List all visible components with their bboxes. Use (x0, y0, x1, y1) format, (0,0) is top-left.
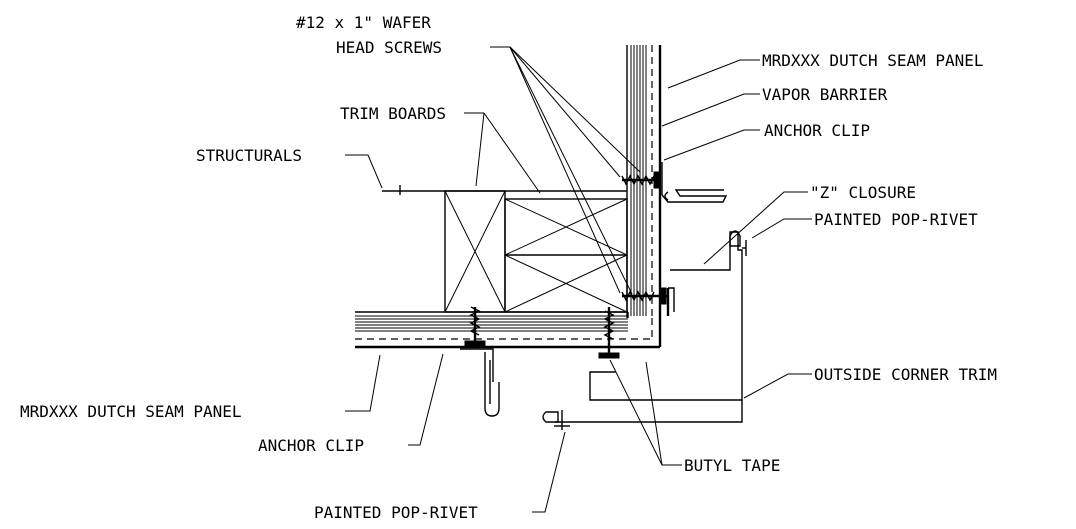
text-labels: #12 x 1" WAFER HEAD SCREWS TRIM BOARDS S… (20, 13, 997, 522)
label-butyl-tape: BUTYL TAPE (684, 456, 780, 475)
trim-board-left (444, 190, 506, 313)
label-z-closure: "Z" CLOSURE (810, 183, 916, 202)
label-vapor-barrier: VAPOR BARRIER (762, 85, 888, 104)
screw-upper (621, 171, 661, 189)
label-pop-rivet-bottom: PAINTED POP-RIVET (314, 503, 478, 522)
outside-corner-trim (555, 231, 743, 423)
pop-rivet-lower (542, 410, 570, 430)
screw-bottom-left (464, 306, 486, 347)
label-outside-corner-trim: OUTSIDE CORNER TRIM (814, 365, 997, 384)
leader-lines (345, 46, 812, 513)
label-pop-rivet-top: PAINTED POP-RIVET (814, 210, 978, 229)
label-trim-boards: TRIM BOARDS (340, 104, 446, 123)
label-panel-top: MRDXXX DUTCH SEAM PANEL (762, 51, 984, 70)
label-screws-line1: #12 x 1" WAFER (296, 13, 431, 32)
label-structurals: STRUCTURALS (196, 146, 302, 165)
anchor-clip-upper (661, 162, 728, 203)
screw-lower (621, 287, 668, 305)
screw-bottom-right (598, 307, 620, 359)
label-anchor-clip-bottom: ANCHOR CLIP (258, 436, 364, 455)
label-screws-line2: HEAD SCREWS (336, 38, 442, 57)
label-anchor-clip-top: ANCHOR CLIP (764, 121, 870, 140)
trim-board-right (504, 198, 628, 313)
pop-rivet-upper (729, 230, 747, 256)
label-panel-bottom: MRDXXX DUTCH SEAM PANEL (20, 402, 242, 421)
z-closure (666, 287, 675, 316)
horizontal-panel (355, 311, 662, 349)
anchor-clip-lower (460, 348, 500, 417)
